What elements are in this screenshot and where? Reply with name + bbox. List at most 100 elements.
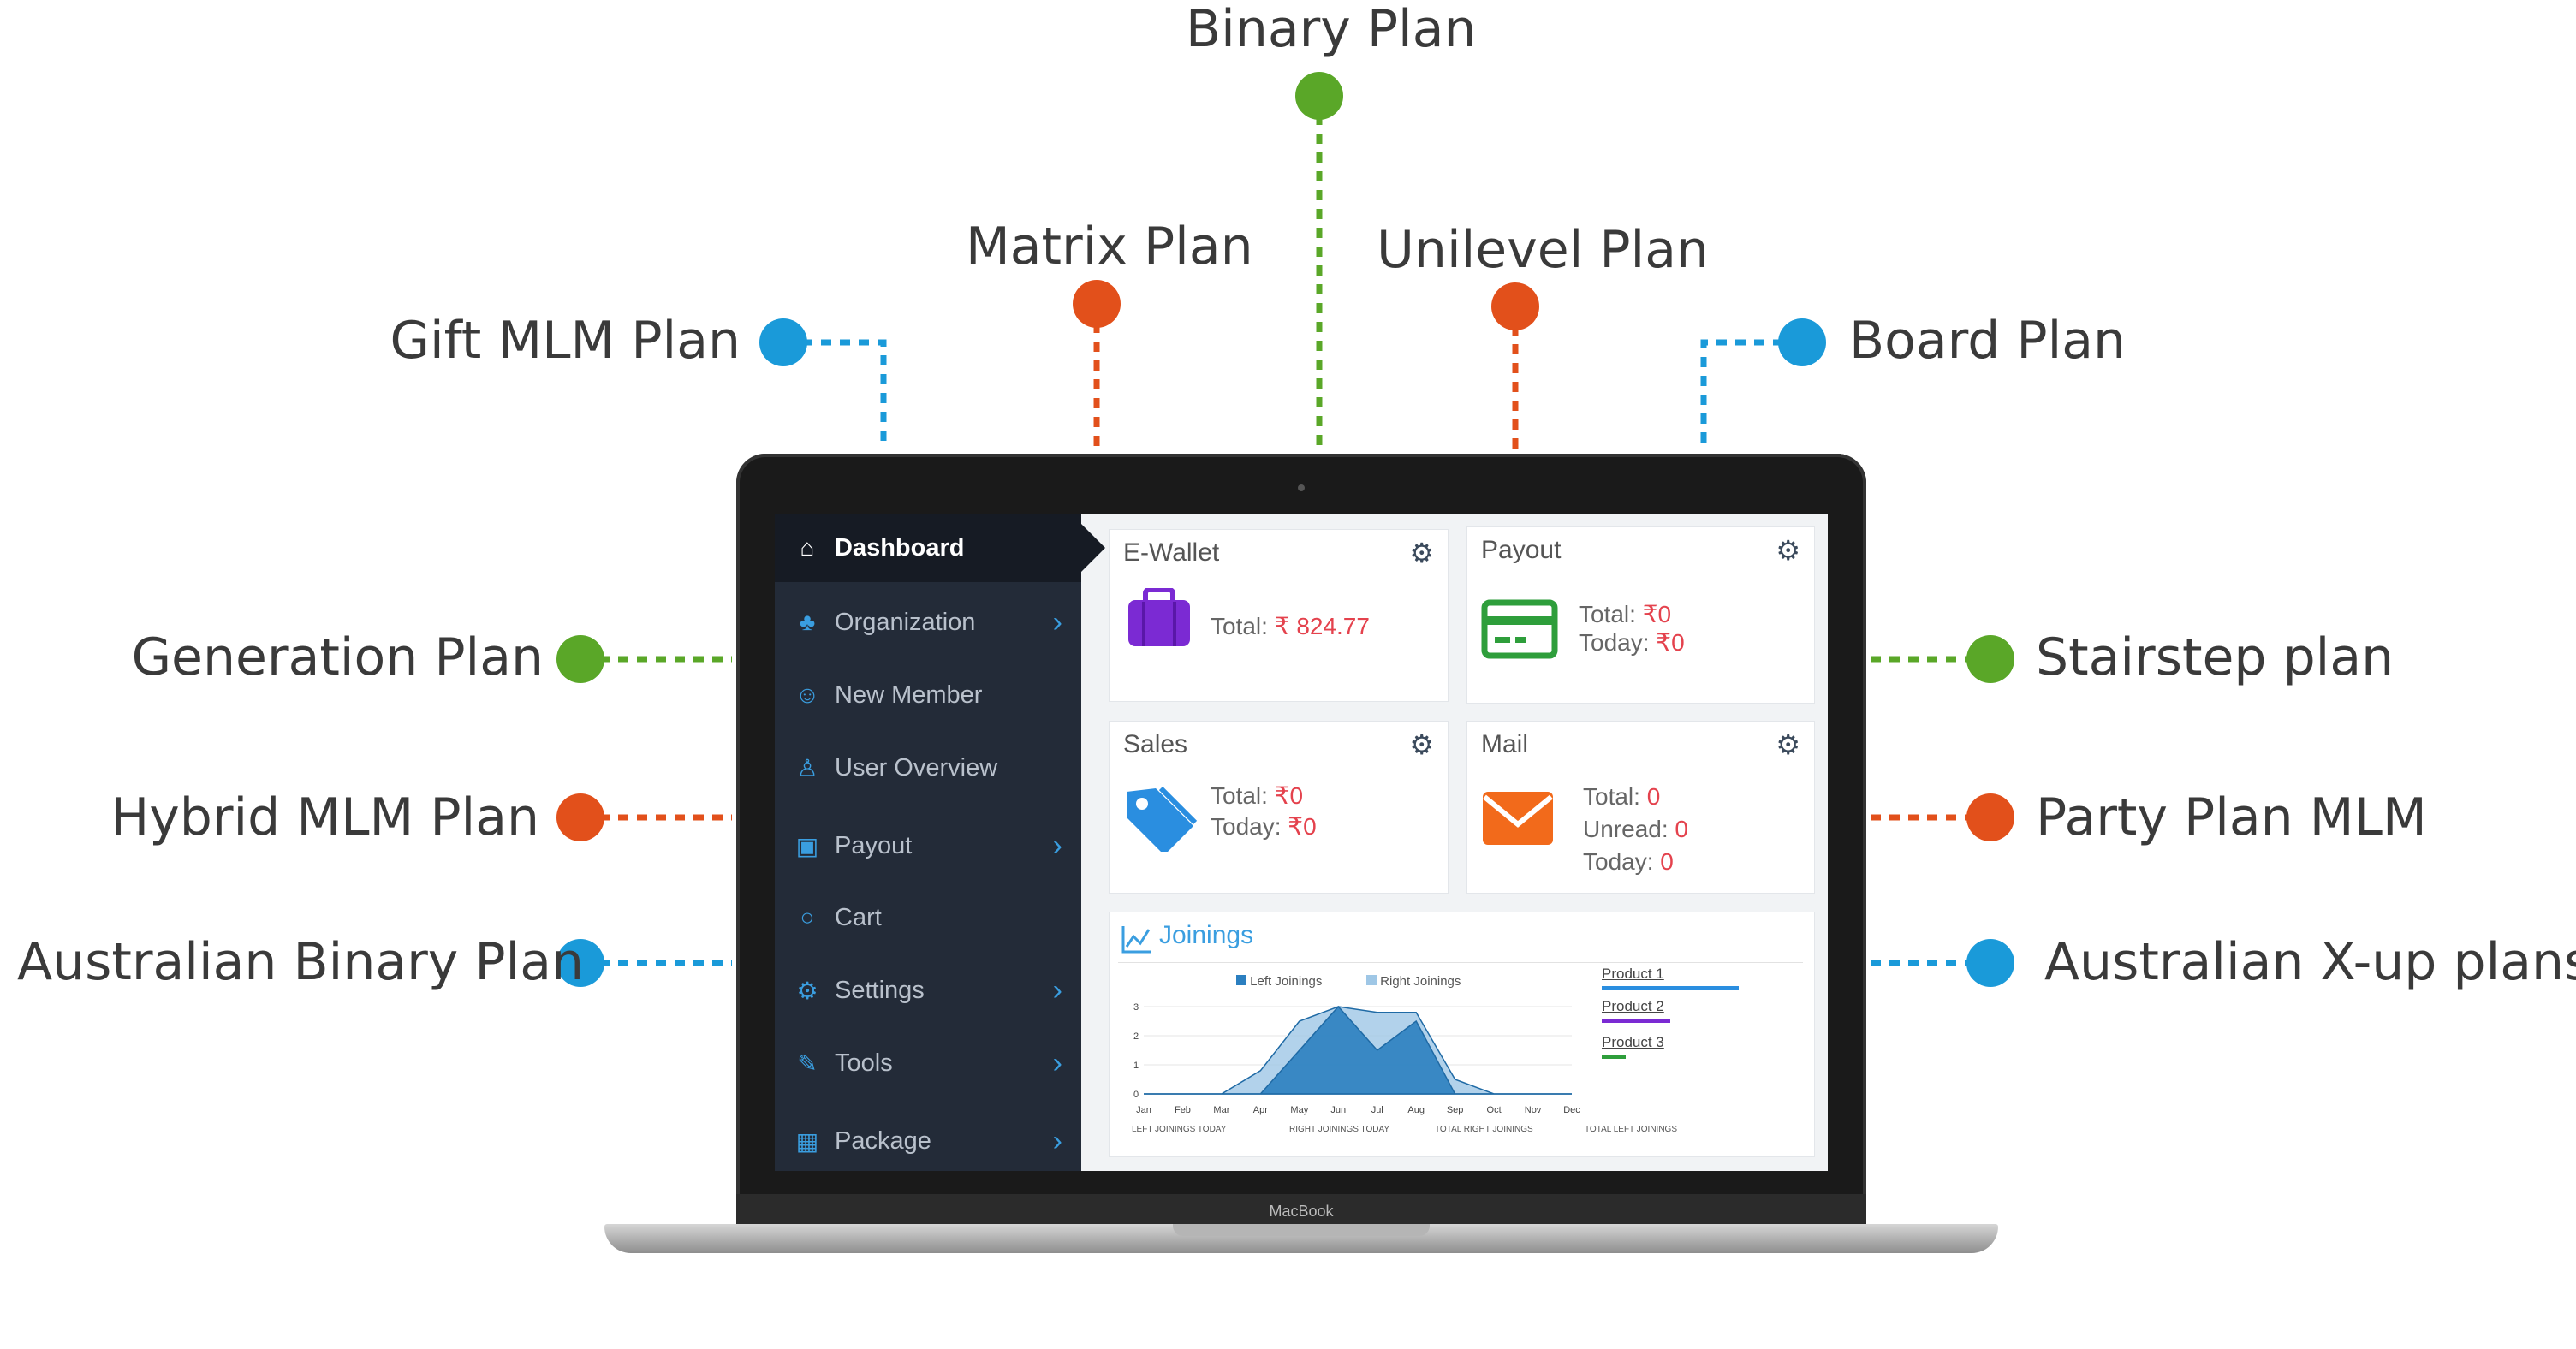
sales-today-value: ₹0: [1288, 813, 1317, 840]
mail-today-label: Today:: [1583, 848, 1654, 875]
line-chart-icon: [1121, 926, 1151, 954]
footer-total-left-joinings: TOTAL LEFT JOININGS: [1585, 1125, 1677, 1134]
x-tick-label: May: [1290, 1105, 1308, 1115]
legend-swatch: [1236, 975, 1246, 985]
mail-title: Mail: [1481, 730, 1529, 758]
gear-icon[interactable]: ⚙: [1776, 729, 1800, 760]
mail-icon: [1483, 792, 1553, 845]
matrix-plan-label: Matrix Plan: [966, 217, 1253, 276]
ewallet-total-value: ₹ 824.77: [1274, 613, 1370, 639]
generation-plan-label: Generation Plan: [131, 627, 544, 687]
gift-plan-dot: [759, 318, 807, 366]
add-user-icon: ☺: [794, 681, 820, 708]
product-1-label: Product 1: [1602, 966, 1664, 982]
sidebar-item-dashboard[interactable]: ⌂ Dashboard: [792, 522, 1074, 573]
sidebar-item-payout[interactable]: ▣ Payout ›: [792, 820, 1074, 871]
sidebar-item-settings[interactable]: ⚙ Settings ›: [792, 965, 1074, 1016]
sidebar-item-label: Package: [835, 1126, 931, 1155]
unilevel-plan-label: Unilevel Plan: [1377, 220, 1710, 280]
legend-left-joinings: Left Joinings: [1236, 974, 1322, 989]
unilevel-plan-dot: [1491, 282, 1539, 330]
gear-icon[interactable]: ⚙: [1409, 538, 1434, 568]
payout-total-label: Total:: [1579, 601, 1636, 627]
hybrid-plan-label: Hybrid MLM Plan: [110, 787, 539, 847]
sidebar-item-tools[interactable]: ✎ Tools ›: [792, 1037, 1074, 1089]
sidebar-item-package[interactable]: ▦ Package ›: [792, 1115, 1074, 1167]
mail-unread-value: 0: [1675, 816, 1688, 842]
hybrid-plan-dot: [556, 793, 604, 841]
payout-total: Total: ₹0: [1579, 600, 1671, 628]
ewallet-title: E-Wallet: [1123, 538, 1220, 567]
money-icon: ▣: [795, 832, 819, 859]
tag-icon: [1127, 786, 1198, 852]
gift-connector: [783, 339, 887, 449]
x-tick-label: Jan: [1136, 1105, 1151, 1115]
divider: [1118, 962, 1803, 963]
user-icon: ♙: [796, 754, 818, 781]
legend-label: Left Joinings: [1250, 974, 1323, 989]
binary-plan-dot: [1295, 72, 1343, 120]
x-tick-label: Apr: [1253, 1105, 1268, 1115]
party-plan-dot: [1966, 793, 2014, 841]
legend-right-joinings: Right Joinings: [1366, 974, 1461, 989]
series-left-joinings-area: [1144, 1005, 1572, 1095]
matrix-plan-dot: [1073, 280, 1121, 328]
sales-title: Sales: [1123, 730, 1188, 758]
sales-total-label: Total:: [1211, 782, 1268, 809]
footer-right-joinings-today: RIGHT JOININGS TODAY: [1289, 1125, 1390, 1134]
chevron-right-icon: ›: [1052, 829, 1062, 862]
x-tick-label: Jul: [1371, 1105, 1383, 1115]
wrench-icon: ✎: [797, 1049, 818, 1077]
gear-icon: ⚙: [796, 977, 818, 1004]
x-tick-label: Aug: [1407, 1105, 1425, 1115]
chevron-right-icon: ›: [1052, 1046, 1062, 1079]
chevron-right-icon: ›: [1052, 605, 1062, 639]
sidebar-item-label: Cart: [835, 903, 882, 931]
stairstep-plan-dot: [1966, 635, 2014, 683]
sales-today-label: Today:: [1211, 813, 1282, 840]
dashboard-screen: ⌂ Dashboard ♣ Organization › ☺ New Membe…: [775, 514, 1828, 1171]
sales-card: Sales ⚙ Total: ₹0 Today: ₹0: [1109, 721, 1449, 894]
board-plan-dot: [1778, 318, 1826, 366]
sidebar-item-user-overview[interactable]: ♙ User Overview: [792, 742, 1074, 793]
sidebar-item-organization[interactable]: ♣ Organization ›: [792, 597, 1074, 648]
sales-today: Today: ₹0: [1211, 812, 1317, 841]
gear-icon[interactable]: ⚙: [1409, 729, 1434, 760]
australian-xup-plan-dot: [1966, 939, 2014, 987]
sidebar-item-label: Settings: [835, 976, 925, 1004]
x-tick-label: Oct: [1487, 1105, 1502, 1115]
sitemap-icon: ♣: [799, 609, 816, 635]
payout-total-value: ₹0: [1642, 601, 1672, 627]
sidebar-item-new-member[interactable]: ☺ New Member: [792, 669, 1074, 721]
product-2-bar: [1602, 1019, 1670, 1023]
sidebar-item-label: Payout: [835, 831, 913, 859]
sidebar-item-label: User Overview: [835, 753, 998, 781]
sidebar-item-cart[interactable]: ○ Cart: [792, 892, 1074, 943]
y-tick-label: 2: [1133, 1031, 1139, 1042]
laptop-brand: MacBook: [1269, 1203, 1334, 1220]
x-tick-label: Nov: [1525, 1105, 1542, 1115]
product-3-bar: [1602, 1055, 1626, 1059]
sidebar: ⌂ Dashboard ♣ Organization › ☺ New Membe…: [775, 514, 1105, 1171]
footer-left-joinings-today: LEFT JOININGS TODAY: [1132, 1125, 1227, 1134]
board-connector: [1700, 339, 1802, 449]
mail-unread-label: Unread:: [1583, 816, 1669, 842]
home-icon: ⌂: [800, 534, 815, 561]
joinings-title: Joinings: [1159, 921, 1254, 949]
gear-icon[interactable]: ⚙: [1776, 535, 1800, 566]
mail-total-label: Total:: [1583, 783, 1640, 810]
sales-total: Total: ₹0: [1211, 781, 1303, 810]
legend-swatch: [1366, 975, 1377, 985]
y-tick-label: 0: [1133, 1090, 1139, 1100]
australian-xup-plan-label: Australian X-up plans: [2044, 932, 2576, 992]
x-tick-label: Sep: [1447, 1105, 1464, 1115]
mail-unread: Unread: 0: [1583, 816, 1688, 843]
grid-icon: ▦: [795, 1127, 819, 1155]
footer-total-right-joinings: TOTAL RIGHT JOININGS: [1435, 1125, 1533, 1134]
circle-icon: ○: [800, 904, 815, 930]
x-tick-label: Jun: [1330, 1105, 1346, 1115]
payout-today-label: Today:: [1579, 629, 1650, 656]
product-1-bar: [1602, 986, 1739, 990]
board-plan-label: Board Plan: [1849, 311, 2127, 371]
